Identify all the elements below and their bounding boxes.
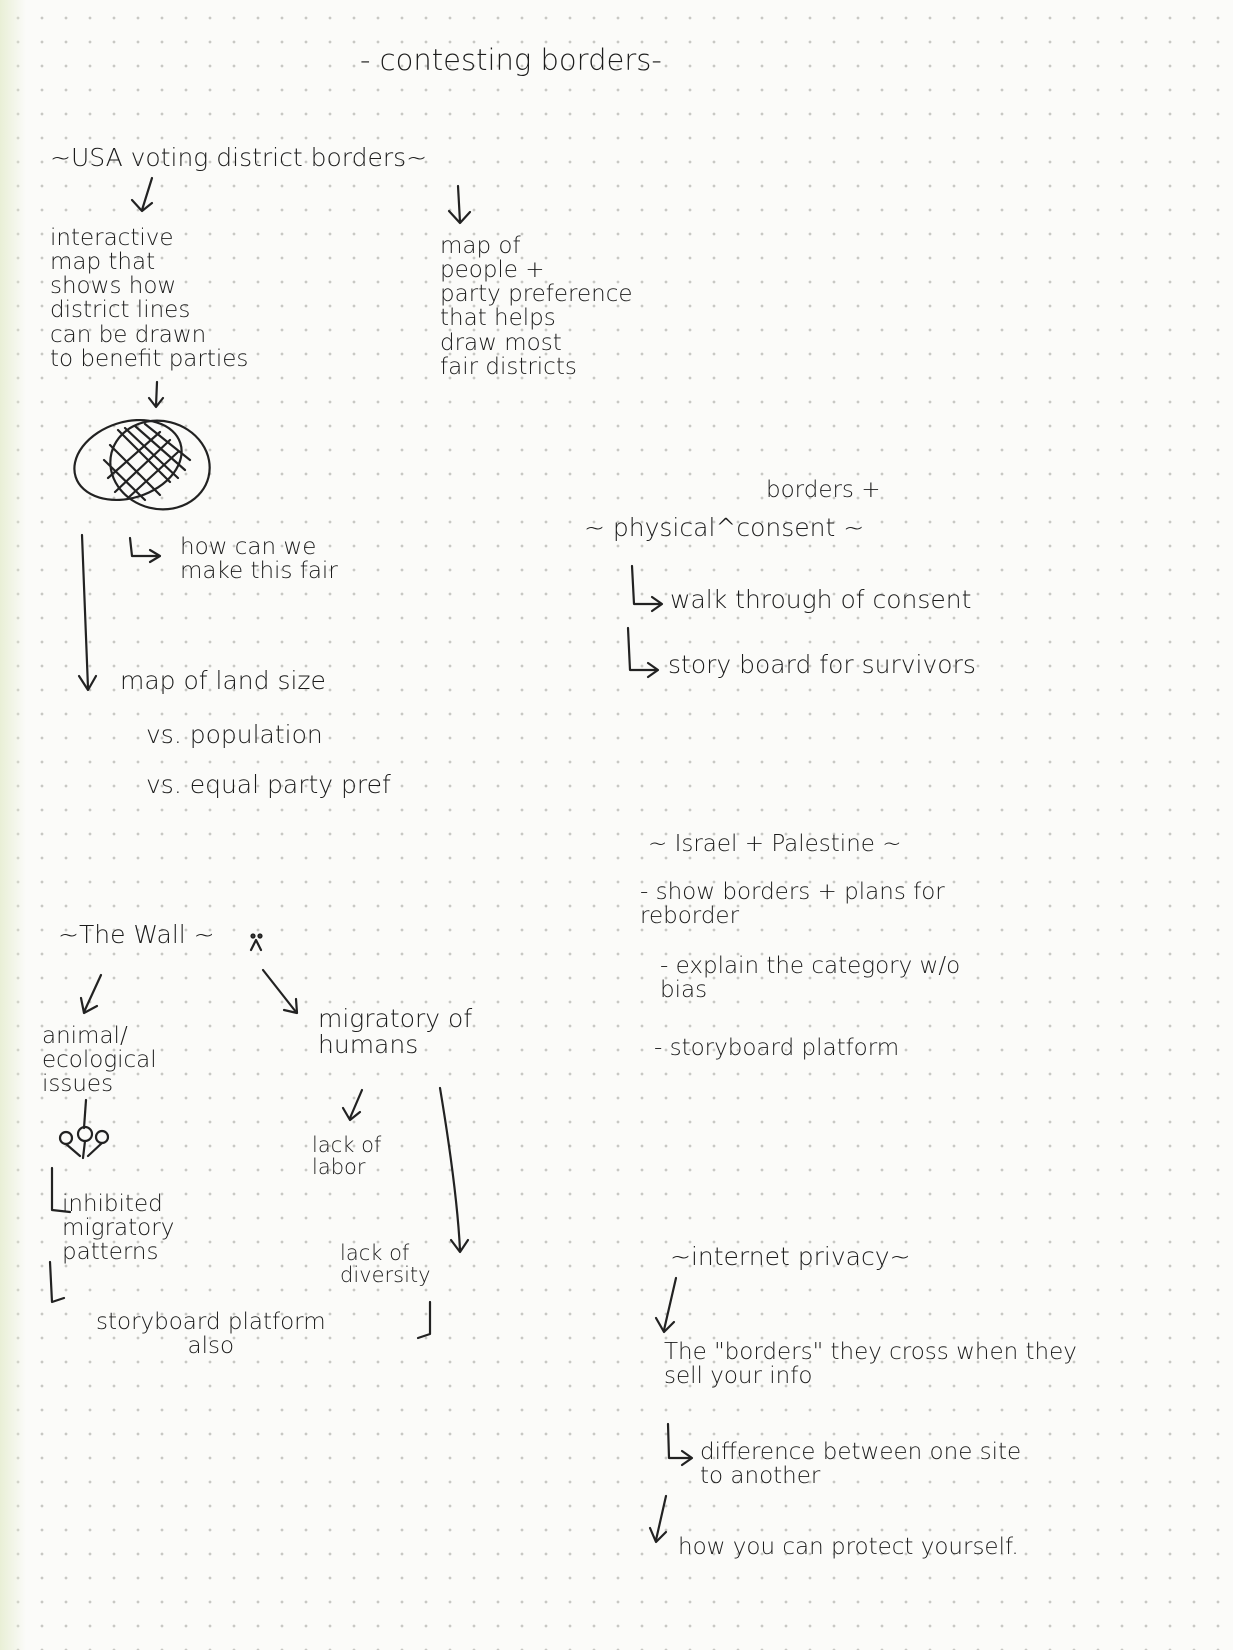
usa-map-line-2: vs. population — [146, 720, 323, 749]
flower-doodle-icon — [58, 1098, 110, 1160]
page-edge — [0, 0, 26, 1650]
consent-item-2: story board for survivors — [668, 650, 976, 679]
consent-bracket-1-icon — [630, 564, 664, 613]
wall-storyboard: storyboard platform also — [96, 1309, 326, 1360]
wall-arrow-left-icon — [79, 973, 103, 1015]
privacy-note-1: The "borders" they cross when they sell … — [664, 1339, 1077, 1390]
usa-question: how can we make this fair — [180, 534, 338, 585]
wall-right-note: migratory of humans — [318, 1004, 473, 1060]
israel-item-2: - explain the category w/o bias — [660, 953, 961, 1004]
storyboard-bracket-icon — [48, 1260, 66, 1304]
wall-heading: ~The Wall ~ — [58, 920, 215, 949]
wall-face-icon — [249, 933, 263, 952]
privacy-arrow-icon — [654, 1276, 678, 1334]
consent-item-1: walk through of consent — [670, 585, 972, 614]
privacy-arrow-2-icon — [648, 1494, 668, 1544]
usa-map-line-3: vs. equal party pref — [146, 770, 391, 799]
privacy-heading: ~internet privacy~ — [670, 1242, 911, 1271]
consent-bracket-2-icon — [626, 626, 660, 679]
storyboard-hook-icon — [416, 1300, 432, 1340]
wall-arrow-right-icon — [261, 968, 299, 1015]
arrow-down-right-icon — [447, 184, 472, 225]
usa-heading: ~USA voting district borders~ — [50, 143, 428, 172]
israel-item-1: - show borders + plans for reborder — [640, 879, 945, 930]
sub-arrow-icon — [128, 536, 162, 564]
labor-arrow-icon — [341, 1088, 364, 1122]
usa-map-line-1: map of land size — [120, 666, 326, 695]
arrow-down-left-icon — [130, 176, 154, 213]
usa-right-note: map of people + party preference that he… — [440, 233, 633, 380]
consent-heading: ~ physical^consent ~ — [584, 513, 865, 542]
privacy-note-3: how you can protect yourself. — [678, 1534, 1019, 1560]
privacy-sub-arrow-icon — [666, 1422, 694, 1467]
usa-left-note: interactive map that shows how district … — [50, 225, 249, 372]
arrow-long-down-icon — [77, 533, 98, 692]
wall-diversity: lack of diversity — [340, 1241, 431, 1288]
page-title: - contesting borders- — [360, 43, 662, 77]
wall-labor: lack of labor — [312, 1133, 382, 1180]
diversity-arrow-icon — [438, 1086, 470, 1254]
privacy-note-2: difference between one site to another — [700, 1439, 1022, 1490]
wall-patterns: inhibited migratory patterns — [62, 1191, 175, 1266]
israel-item-3: - storyboard platform — [654, 1035, 900, 1061]
consent-heading-insert: borders + — [766, 477, 881, 503]
israel-heading: ~ Israel + Palestine ~ — [648, 831, 902, 857]
wall-left-note: animal/ ecological issues — [42, 1023, 157, 1098]
arrow-down-to-venn-icon — [147, 380, 165, 409]
venn-diagram-icon — [73, 418, 211, 511]
